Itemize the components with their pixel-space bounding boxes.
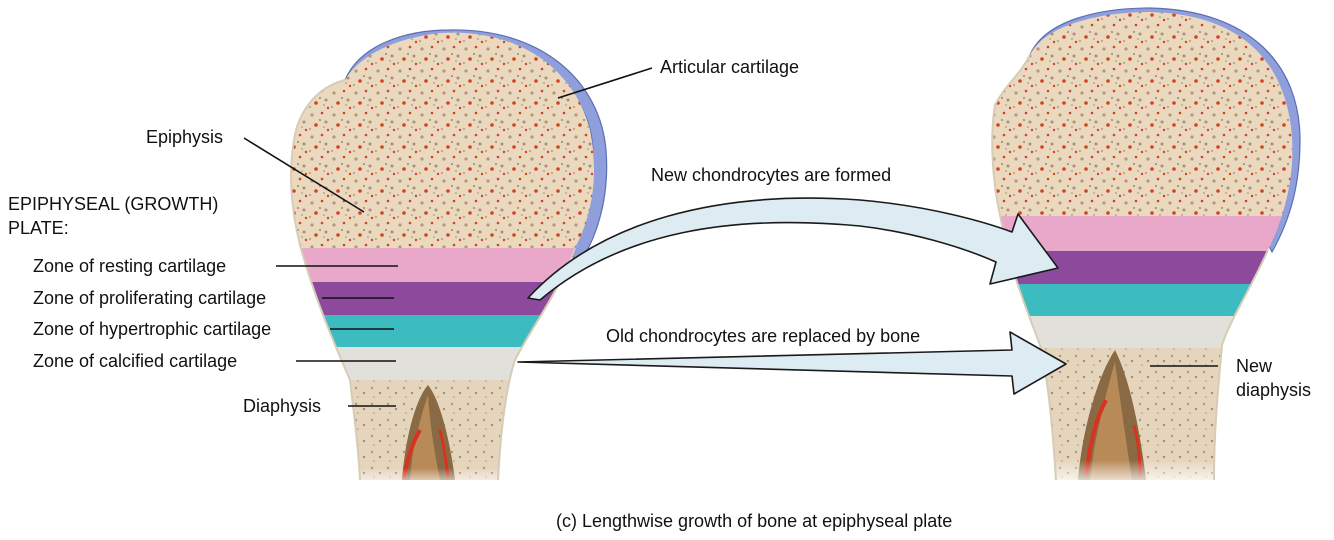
label-zone-proliferating: Zone of proliferating cartilage [33,288,266,308]
leader-lines [243,67,1218,407]
label-zone-hypertrophic: Zone of hypertrophic cartilage [33,319,271,339]
left-bone [290,29,608,481]
figure-caption: (c) Lengthwise growth of bone at epiphys… [556,511,952,531]
arrow-new-chondrocytes [527,197,1059,301]
label-new-diaphysis-line1: New [1236,356,1273,376]
leader-articular-cartilage [557,67,653,99]
zone-resting-band-right [992,216,1293,251]
zone-hypertrophic-band-right [992,284,1293,316]
arrow-old-chondrocytes [517,331,1067,395]
leader-epiphysis [243,137,365,213]
label-new-diaphysis-line2: diaphysis [1236,380,1311,400]
label-new-chondrocytes: New chondrocytes are formed [651,165,891,185]
label-epiphysis: Epiphysis [146,127,223,147]
label-growth-plate-line2: PLATE: [8,218,69,238]
label-articular-cartilage: Articular cartilage [660,57,799,77]
label-zone-calcified: Zone of calcified cartilage [33,351,237,371]
zone-resting-band-left [291,248,595,282]
label-old-chondrocytes: Old chondrocytes are replaced by bone [606,326,920,346]
label-diaphysis: Diaphysis [243,396,321,416]
label-zone-resting: Zone of resting cartilage [33,256,226,276]
label-growth-plate-line1: EPIPHYSEAL (GROWTH) [8,194,218,214]
